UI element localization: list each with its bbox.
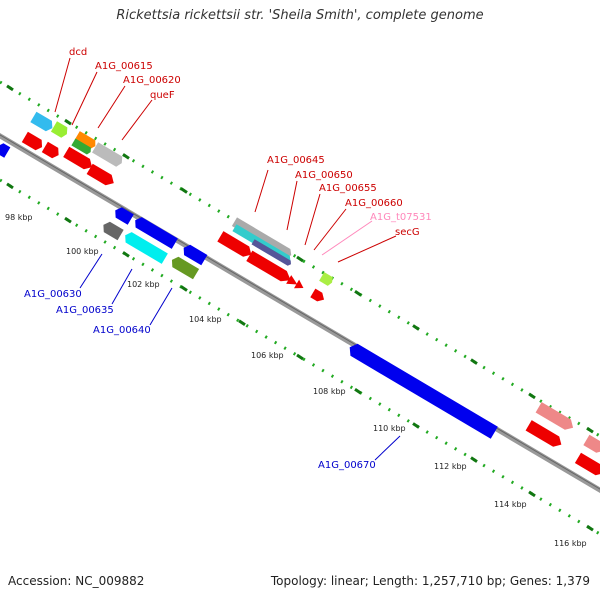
- major-tick: [412, 422, 420, 429]
- kbp-label: 116 kbp: [554, 539, 587, 548]
- gene-forward: [21, 131, 43, 151]
- gene-reverse: [183, 244, 208, 266]
- gene-forward: [231, 217, 292, 258]
- gene-forward: [535, 402, 574, 430]
- major-tick: [180, 285, 188, 292]
- gene-reverse: [115, 207, 134, 225]
- major-tick: [64, 216, 72, 224]
- gene-forward: [63, 146, 93, 170]
- gene-forward: [71, 138, 91, 155]
- major-tick: [64, 118, 72, 126]
- gene-reverse: [171, 256, 200, 280]
- backbone: [0, 133, 600, 493]
- gene-label: A1G_00640: [93, 325, 151, 336]
- major-tick: [586, 524, 594, 532]
- gene-label: A1G_00655: [319, 183, 377, 194]
- gene-label: A1G_00635: [56, 305, 114, 316]
- major-tick: [586, 426, 594, 434]
- gene-label: queF: [150, 90, 175, 101]
- major-tick: [296, 353, 304, 361]
- gene-label: secG: [395, 227, 420, 238]
- map-title: Rickettsia rickettsii str. 'Sheila Smith…: [116, 8, 484, 23]
- gene-reverse: [135, 217, 178, 249]
- gene-label: A1G_00615: [95, 61, 153, 72]
- major-tick: [6, 84, 14, 92]
- kbp-label: 104 kbp: [189, 315, 222, 324]
- major-tick: [296, 255, 304, 263]
- gene-forward: [286, 275, 298, 285]
- gene-forward: [74, 131, 96, 149]
- major-tick: [528, 490, 536, 498]
- kbp-label: 106 kbp: [251, 351, 284, 360]
- kbp-label: 112 kbp: [434, 462, 467, 471]
- gene-forward: [310, 288, 325, 302]
- major-tick: [528, 392, 536, 400]
- major-tick: [412, 324, 420, 331]
- kbp-label: 114 kbp: [494, 500, 527, 509]
- gene-forward: [251, 239, 291, 266]
- gene-label: dcd: [69, 47, 87, 58]
- kbp-label: 98 kbp: [5, 213, 33, 222]
- gene-forward: [574, 452, 600, 476]
- gene-reverse: [103, 221, 124, 241]
- gene-forward: [92, 142, 123, 167]
- gene-label: A1G_00620: [123, 75, 181, 86]
- genes-reverse: [0, 143, 498, 439]
- genome-stats-text: Topology: linear; Length: 1,257,710 bp; …: [270, 574, 590, 588]
- major-tick: [6, 182, 14, 190]
- gene-forward: [50, 121, 68, 138]
- major-tick: [180, 187, 188, 194]
- major-tick: [470, 456, 478, 463]
- leader-lines: [54, 57, 401, 461]
- gene-forward: [217, 231, 252, 257]
- gene-label: A1G_00660: [345, 198, 403, 209]
- gene-forward: [41, 141, 59, 159]
- tick-marks: [6, 84, 594, 532]
- kbp-label: 110 kbp: [373, 424, 406, 433]
- kbp-label: 102 kbp: [127, 280, 160, 289]
- gene-forward: [583, 434, 600, 453]
- kbp-label: 100 kbp: [66, 247, 99, 256]
- major-tick: [470, 358, 478, 365]
- gene-label: A1G_00630: [24, 289, 82, 300]
- major-tick: [354, 289, 362, 297]
- gene-forward: [246, 250, 291, 282]
- gene-labels-reverse: A1G_00630 A1G_00635 A1G_00640 A1G_00670: [24, 289, 376, 471]
- gene-reverse: [0, 143, 11, 158]
- gene-reverse: [125, 232, 168, 264]
- gene-label: A1G_00670: [318, 460, 376, 471]
- major-tick: [354, 387, 362, 395]
- gene-label: A1G_t07531: [370, 212, 432, 223]
- major-tick: [122, 153, 130, 160]
- gene-reverse: [349, 343, 498, 439]
- gene-label: A1G_00645: [267, 155, 325, 166]
- gene-forward: [294, 279, 304, 289]
- kbp-labels: 98 kbp 100 kbp 102 kbp 104 kbp 106 kbp 1…: [5, 213, 587, 548]
- gene-forward: [319, 272, 333, 286]
- kbp-label: 108 kbp: [313, 387, 346, 396]
- major-tick: [238, 319, 246, 327]
- genes-forward: [21, 111, 600, 476]
- accession-text: Accession: NC_009882: [8, 574, 145, 588]
- gene-label: A1G_00650: [295, 170, 353, 181]
- gene-forward: [525, 420, 562, 447]
- gene-labels-forward: dcd A1G_00615 A1G_00620 queF A1G_00645 A…: [69, 47, 432, 238]
- gene-forward: [30, 111, 53, 132]
- major-tick: [122, 251, 130, 258]
- gene-forward: [86, 163, 114, 186]
